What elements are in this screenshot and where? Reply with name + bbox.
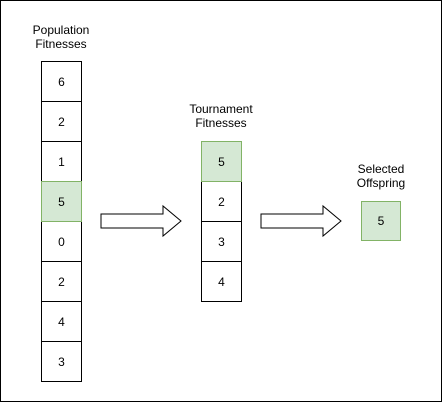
tournament-title: Tournament Fitnesses bbox=[176, 102, 266, 130]
arrow-right-icon bbox=[100, 204, 182, 238]
tournament-title-line2: Fitnesses bbox=[195, 116, 247, 130]
population-cell: 5 bbox=[41, 181, 82, 222]
offspring-title: Selected Offspring bbox=[346, 162, 416, 190]
population-cell: 2 bbox=[41, 101, 82, 142]
tournament-title-line1: Tournament bbox=[189, 102, 253, 116]
population-cell: 0 bbox=[41, 221, 82, 262]
arrow-right-icon bbox=[260, 204, 342, 238]
tournament-cell: 4 bbox=[201, 261, 242, 302]
population-cell: 4 bbox=[41, 301, 82, 342]
offspring-title-line2: Offspring bbox=[356, 176, 406, 190]
selected-offspring-cell: 5 bbox=[361, 201, 401, 241]
population-title: Population Fitnesses bbox=[21, 23, 101, 51]
tournament-cell: 3 bbox=[201, 221, 242, 262]
offspring-title-line1: Selected bbox=[357, 162, 405, 176]
population-title-line1: Population bbox=[32, 23, 90, 37]
tournament-cell: 5 bbox=[201, 141, 242, 182]
population-cell: 3 bbox=[41, 341, 82, 382]
population-title-line2: Fitnesses bbox=[35, 37, 87, 51]
population-cell: 6 bbox=[41, 61, 82, 102]
tournament-cell: 2 bbox=[201, 181, 242, 222]
